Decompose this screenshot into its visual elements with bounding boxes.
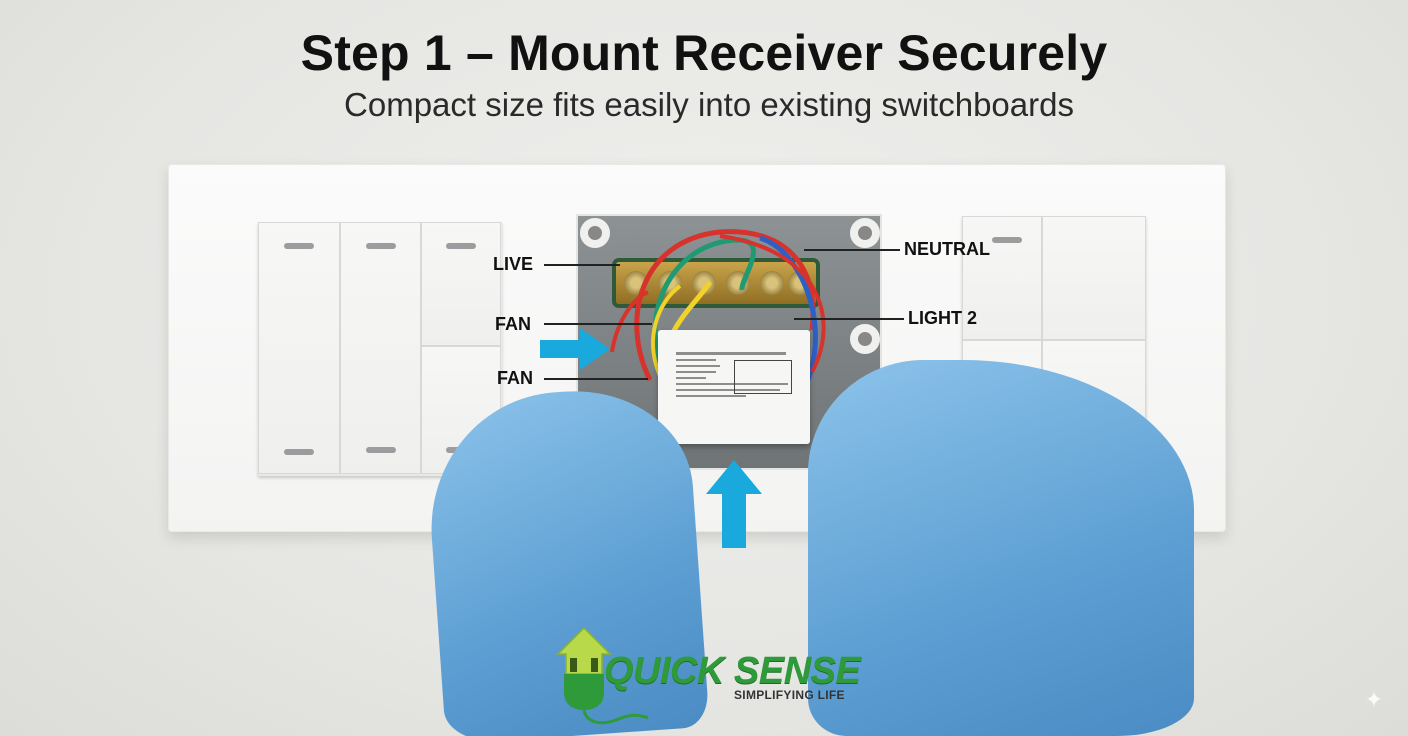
leader-line (544, 323, 652, 325)
callout-fan-top: FAN (495, 314, 531, 334)
indicator-led (284, 449, 314, 455)
receiver-label-line (676, 377, 706, 379)
receiver-label-line (676, 359, 716, 361)
arrow-right-icon (540, 328, 610, 370)
indicator-led (284, 243, 314, 249)
screw-hole (850, 324, 880, 354)
quick-sense-logo-icon (556, 626, 649, 725)
switch-rocker-3-top[interactable] (421, 222, 501, 346)
callout-fan-bottom: FAN (497, 368, 533, 388)
arrow-up-icon (706, 460, 762, 548)
callout-neutral: NEUTRAL (904, 239, 990, 259)
receiver-label-line (676, 352, 786, 355)
receiver-module (658, 330, 810, 444)
sparkle-icon: ✦ (1364, 687, 1384, 712)
screw-hole (580, 218, 610, 248)
right-glove (808, 360, 1194, 736)
screw-hole (850, 218, 880, 248)
terminal-block (616, 262, 816, 304)
indicator-led (365, 447, 396, 453)
switch-rocker-r1[interactable] (962, 216, 1042, 340)
indicator-led (446, 243, 476, 249)
callout-light-2: LIGHT 2 (908, 308, 978, 328)
brand-tagline: SIMPLIFYING LIFE (734, 688, 845, 702)
receiver-label-line (676, 395, 746, 397)
leader-line (794, 318, 904, 320)
receiver-label-line (676, 389, 780, 391)
terminal-screw (760, 271, 784, 295)
brand-name: QUICK SENSE (604, 650, 861, 692)
leader-line (544, 264, 620, 266)
page-subtitle: Compact size fits easily into existing s… (344, 86, 1074, 123)
switch-rocker-r2[interactable] (1042, 216, 1146, 340)
receiver-label-line (676, 365, 720, 367)
left-switch-group (258, 222, 502, 476)
indicator-led (365, 243, 396, 249)
receiver-label-line (676, 371, 716, 373)
callout-live: LIVE (493, 254, 534, 274)
switch-rocker-2[interactable] (340, 222, 421, 474)
wiring-diagram (734, 360, 792, 394)
receiver-label-line (676, 383, 788, 385)
page-title: Step 1 – Mount Receiver Securely (300, 25, 1108, 81)
leader-line (544, 378, 648, 380)
switch-rocker-1[interactable] (258, 222, 340, 474)
leader-line (804, 249, 900, 251)
indicator-led (992, 237, 1022, 243)
